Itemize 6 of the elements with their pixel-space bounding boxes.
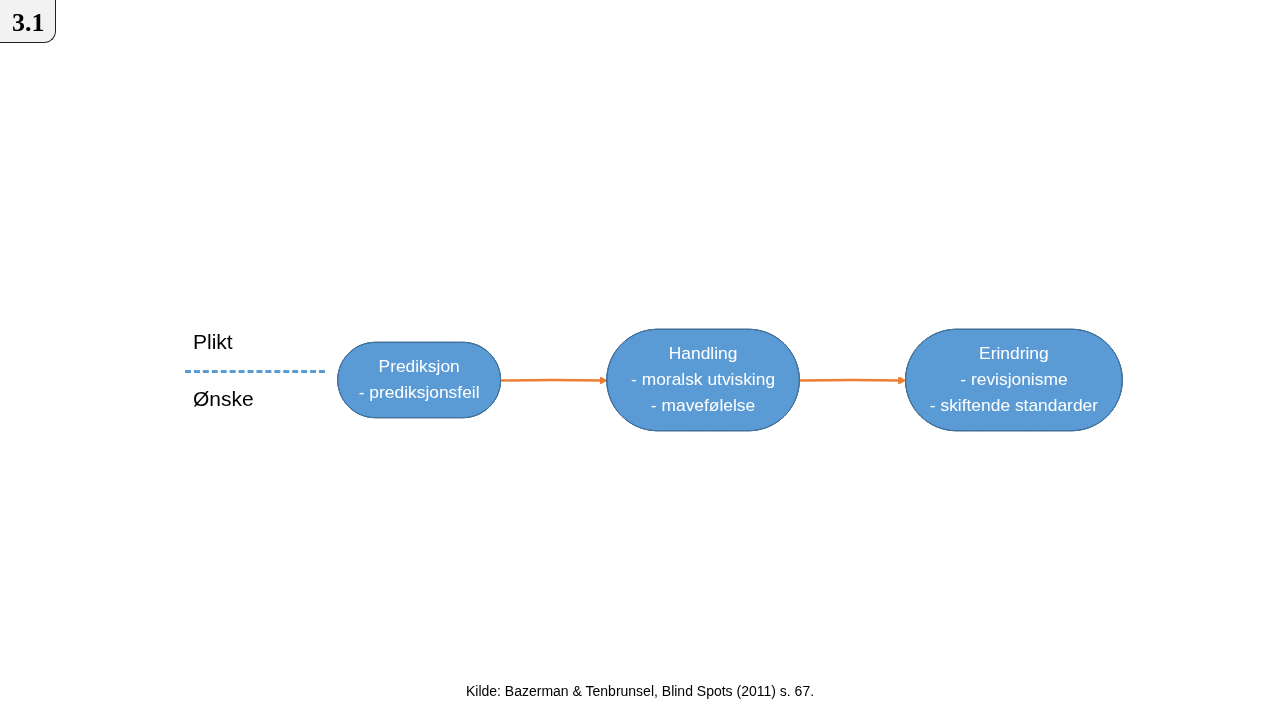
arrow xyxy=(501,376,608,385)
zone-label: Plikt xyxy=(193,330,233,354)
source-caption: Kilde: Bazerman & Tenbrunsel, Blind Spots (2011) s. 67. xyxy=(465,683,815,699)
arrow xyxy=(799,376,907,385)
chapter-number-tab: 3.1 xyxy=(0,0,56,43)
zone-label: Ønske xyxy=(193,387,254,411)
